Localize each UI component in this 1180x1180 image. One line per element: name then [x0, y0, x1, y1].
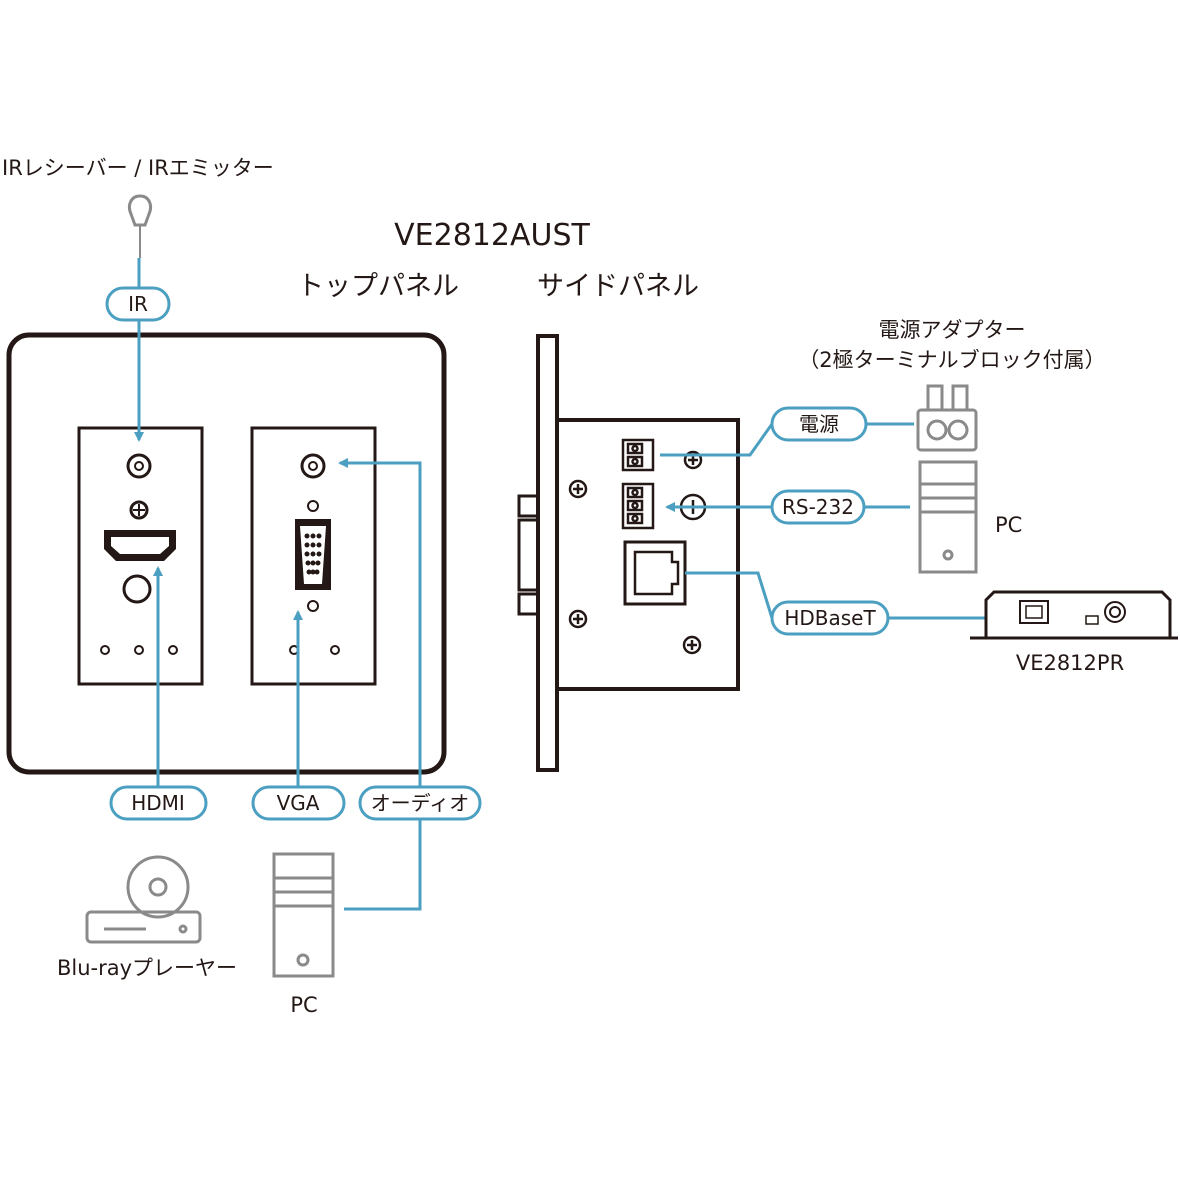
- svg-text:IR: IR: [128, 292, 148, 316]
- svg-text:電源: 電源: [799, 412, 839, 436]
- vga-port-pill: VGA: [251, 785, 346, 821]
- screw-icon: [568, 609, 588, 629]
- receiver-device-icon: [970, 590, 1178, 640]
- power-terminal-icon: [621, 438, 655, 472]
- pc-tower-icon: [272, 852, 335, 978]
- receiver-label: VE2812PR: [1016, 651, 1124, 675]
- screw-icon: [568, 479, 588, 499]
- screw-icon: [682, 635, 702, 655]
- svg-text:RS-232: RS-232: [782, 495, 854, 519]
- ir-jack-icon: [126, 453, 152, 479]
- hdbaset-port-pill: HDBaseT: [770, 600, 890, 636]
- ir-port-pill: IR: [105, 286, 171, 322]
- vga-port-icon: [295, 519, 331, 590]
- bluray-label: Blu-rayプレーヤー: [57, 956, 237, 980]
- rs232-port-pill: RS-232: [770, 489, 866, 525]
- adapter-sub-label: （2極ターミナルブロック付属）: [798, 348, 1105, 372]
- vga-module: [250, 426, 377, 686]
- led-icon: [168, 645, 178, 655]
- svg-text:オーディオ: オーディオ: [371, 791, 470, 815]
- screw-icon: [683, 450, 703, 470]
- bluray-player-icon: [85, 855, 202, 944]
- pc-right-label: PC: [995, 513, 1022, 537]
- power-port-pill: 電源: [770, 406, 868, 442]
- power-adapter-plug-icon: [916, 384, 978, 452]
- led-icon: [100, 645, 110, 655]
- side-panel-label: サイドパネル: [537, 271, 699, 302]
- top-panel-frame: [6, 332, 447, 775]
- rs232-terminal-icon: [621, 482, 655, 530]
- audio-port-pill: オーディオ: [358, 785, 482, 821]
- top-panel-label: トップパネル: [297, 271, 459, 302]
- screw-icon: [129, 500, 149, 520]
- side-panel-body: [555, 418, 740, 691]
- model-title: VE2812AUST: [394, 218, 590, 253]
- rj45-port-icon: [623, 540, 687, 606]
- audio-jack-icon: [300, 453, 326, 479]
- hdmi-port-pill: HDMI: [109, 785, 208, 821]
- ir-emitter-icon: [127, 194, 153, 258]
- led-icon: [330, 645, 340, 655]
- svg-text:HDMI: HDMI: [131, 791, 185, 815]
- ir-device-label: IRレシーバー / IRエミッター: [2, 156, 274, 180]
- svg-text:VGA: VGA: [277, 791, 320, 815]
- hdmi-hole: [122, 574, 152, 604]
- svg-text:HDBaseT: HDBaseT: [784, 606, 876, 630]
- adapter-label: 電源アダプター: [879, 318, 1026, 342]
- pc-tower-icon: [918, 460, 978, 574]
- led-icon: [134, 645, 144, 655]
- pc-bottom-label: PC: [290, 993, 317, 1017]
- side-panel-flange: [536, 334, 559, 772]
